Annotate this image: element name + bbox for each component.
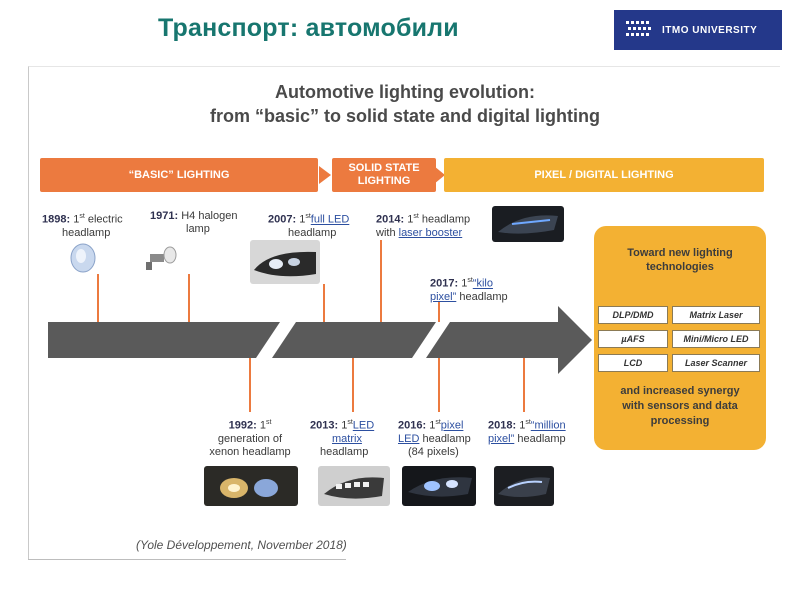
phase-pixel-label: PIXEL / DIGITAL LIGHTING: [534, 168, 674, 181]
figure-title: Automotive lighting evolution: from “bas…: [130, 80, 680, 128]
halogen-lamp-image: [142, 240, 182, 274]
stem-2018: [523, 358, 525, 412]
event-2018: 2018: 1st“million pixel” headlamp: [488, 419, 566, 445]
event-2017: 2017: 1st“kilo pixel” headlamp: [430, 277, 508, 303]
tag-laser-scanner: Laser Scanner: [672, 354, 760, 372]
event-2013: 2013: 1stLED matrix headlamp: [310, 419, 375, 458]
million-pixel-headlamp-image: [494, 466, 554, 506]
event-2016: 2016: 1stpixel LED headlamp (84 pixels): [398, 419, 471, 458]
stem-2013: [352, 358, 354, 412]
electric-headlamp-image: [68, 240, 98, 274]
logo-text: ITMO UNIVERSITY: [662, 24, 758, 36]
laser-headlamp-image: [492, 206, 564, 242]
itmo-logo: ITMO UNIVERSITY: [614, 10, 782, 50]
stem-1992: [249, 358, 251, 412]
phase-arrow-icon: [434, 166, 445, 184]
tag-dlp-dmd: DLP/DMD: [598, 306, 668, 324]
event-1971: 1971: H4 halogen lamp: [150, 210, 238, 235]
phase-basic-lighting: “BASIC” LIGHTING: [40, 158, 318, 192]
phase-pixel-digital-lighting: PIXEL / DIGITAL LIGHTING: [444, 158, 764, 192]
event-1898: 1898: 1st electric headlamp: [42, 213, 123, 239]
stem-2007: [323, 284, 325, 322]
xenon-headlamp-image: [204, 466, 298, 506]
event-1992: 1992: 1st generation of xenon headlamp: [209, 419, 291, 458]
source-citation: (Yole Développement, November 2018): [136, 538, 347, 552]
pixel-grid-logo-icon: [626, 21, 651, 36]
full-led-headlamp-image: [250, 240, 320, 284]
tag-lcd: LCD: [598, 354, 668, 372]
panel-footer: and increased synergy with sensors and d…: [620, 385, 740, 427]
tag-uafs: µAFS: [598, 330, 668, 348]
figure-bottom-rule: [28, 559, 346, 560]
new-technologies-panel: Toward new lighting technologies DLP/DMD…: [594, 226, 766, 450]
phase-solid-state-lighting: SOLID STATE LIGHTING: [332, 158, 436, 192]
panel-heading: Toward new lighting technologies: [627, 247, 733, 273]
pixel-led-headlamp-image: [402, 466, 476, 506]
figure-title-line2: from “basic” to solid state and digital …: [209, 106, 601, 126]
timeline-arrow: [48, 306, 592, 374]
event-2007: 2007: 1stfull LED headlamp: [268, 213, 350, 239]
stem-2016: [438, 358, 440, 412]
led-matrix-headlamp-image: [318, 466, 390, 506]
phase-basic-label: “BASIC” LIGHTING: [128, 168, 230, 181]
phase-solid-label-2: LIGHTING: [357, 175, 411, 187]
phase-solid-label-1: SOLID STATE: [348, 162, 420, 174]
event-2014: 2014: 1st headlamp with laser booster: [376, 213, 471, 239]
figure-title-line1: Automotive lighting evolution:: [275, 82, 535, 102]
stem-1971: [188, 274, 190, 322]
phase-arrow-icon: [319, 166, 331, 184]
stem-2014: [380, 240, 382, 322]
tag-mini-micro-led: Mini/Micro LED: [672, 330, 760, 348]
slide-title: Транспорт: автомобили: [158, 14, 459, 42]
tag-matrix-laser: Matrix Laser: [672, 306, 760, 324]
stem-1898: [97, 274, 99, 322]
stem-2017: [438, 302, 440, 322]
